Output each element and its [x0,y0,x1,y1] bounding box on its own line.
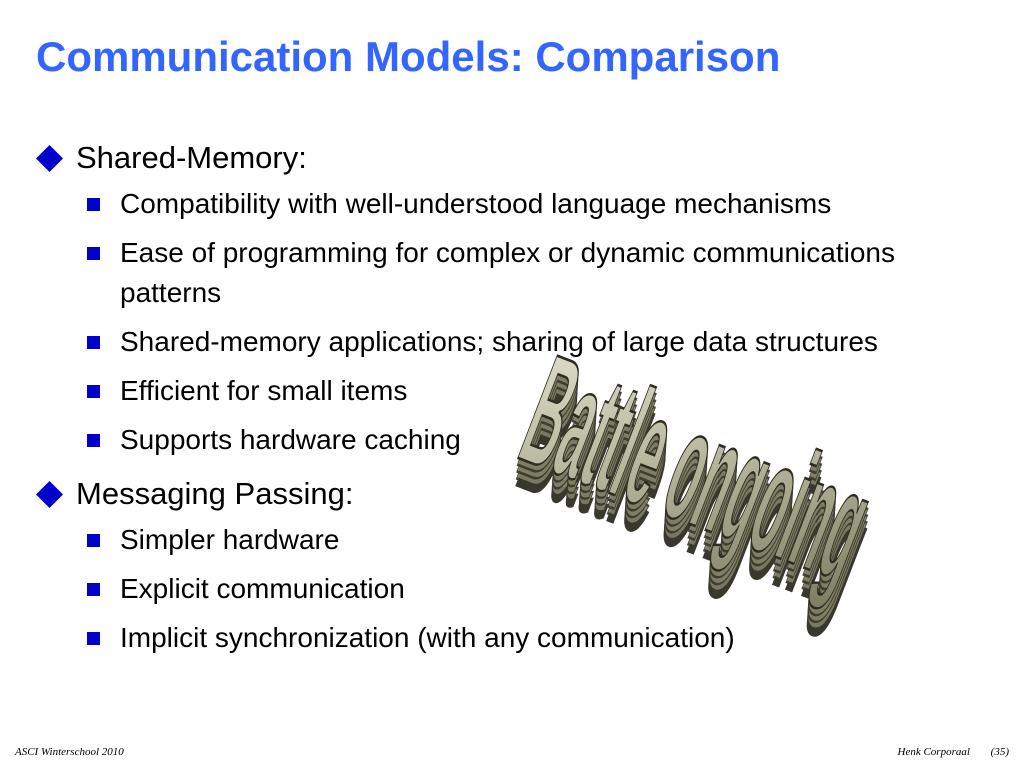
slide-content: Shared-Memory: Compatibility with well-u… [36,138,1006,667]
square-bullet-icon [87,198,100,211]
list-item-text: Efficient for small items [120,375,408,406]
section-heading-text: Messaging Passing: [76,476,354,511]
section-message-passing: Messaging Passing: Simpler hardware Expl… [36,474,1006,658]
list-item: Shared-memory applications; sharing of l… [87,322,1006,362]
list-item-text: Compatibility with well-understood langu… [120,188,832,219]
footer-right: Henk Corporaal (35) [898,746,1010,758]
footer-author-text: Henk Corporaal [897,746,970,758]
diamond-bullet-icon [36,138,65,178]
list-item: Implicit synchronization (with any commu… [87,618,1006,658]
square-bullet-icon [87,583,100,596]
list-item: Simpler hardware [87,520,1006,560]
list-item: Compatibility with well-understood langu… [87,184,1006,224]
square-bullet-icon [87,534,100,547]
list-item: Supports hardware caching [87,420,1006,460]
list-item: Efficient for small items [87,371,1006,411]
list-item: Explicit communication [87,569,1006,609]
list-item-text: Implicit synchronization (with any commu… [120,622,735,653]
shared-memory-list: Compatibility with well-understood langu… [36,184,1006,460]
footer-left-text: ASCI Winterschool 2010 [15,746,124,758]
list-item-text: Simpler hardware [120,524,340,555]
section-shared-memory: Shared-Memory: Compatibility with well-u… [36,138,1006,460]
square-bullet-icon [87,632,100,645]
list-item-text: Supports hardware caching [120,424,461,455]
message-passing-list: Simpler hardware Explicit communication … [36,520,1006,658]
list-item: Ease of programming for complex or dynam… [87,233,1006,313]
section-heading-message-passing: Messaging Passing: [36,474,1006,514]
square-bullet-icon [87,434,100,447]
section-heading-text: Shared-Memory: [76,140,307,175]
square-bullet-icon [87,336,100,349]
page-number: (35) [990,746,1009,758]
list-item-text: Explicit communication [120,573,405,604]
square-bullet-icon [87,385,100,398]
slide-title: Communication Models: Comparison [36,33,781,80]
list-item-text: Shared-memory applications; sharing of l… [120,326,878,357]
diamond-bullet-icon [36,474,65,514]
section-heading-shared-memory: Shared-Memory: [36,138,1006,178]
square-bullet-icon [87,247,100,260]
list-item-text: Ease of programming for complex or dynam… [120,237,895,308]
